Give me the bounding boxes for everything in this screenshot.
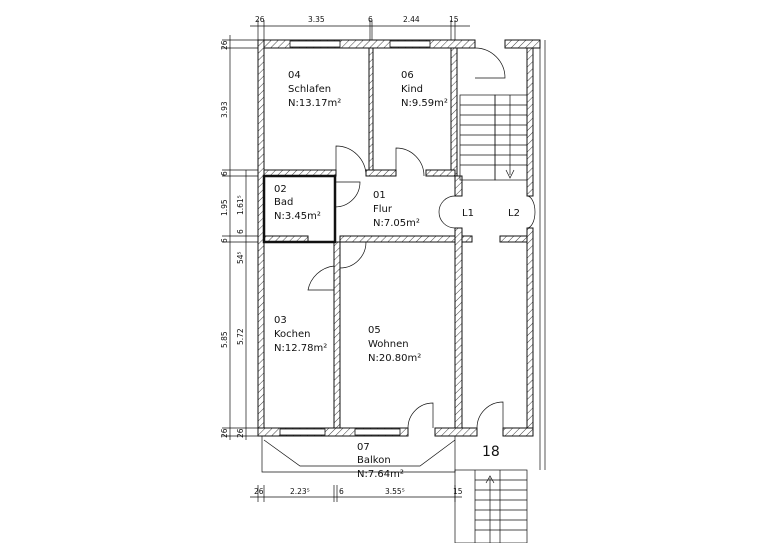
svg-text:Wohnen: Wohnen bbox=[368, 339, 409, 350]
room-kind: 06 Kind N:9.59m² bbox=[401, 70, 448, 109]
svg-text:6: 6 bbox=[236, 229, 245, 234]
svg-text:01: 01 bbox=[373, 190, 386, 201]
svg-text:5.72: 5.72 bbox=[236, 328, 245, 345]
svg-text:54⁵: 54⁵ bbox=[236, 251, 245, 264]
svg-text:N:20.80m²: N:20.80m² bbox=[368, 353, 421, 364]
svg-text:Kochen: Kochen bbox=[274, 329, 311, 340]
svg-text:2.23⁵: 2.23⁵ bbox=[290, 487, 310, 496]
svg-text:N:9.59m²: N:9.59m² bbox=[401, 98, 448, 109]
svg-text:07: 07 bbox=[357, 442, 370, 453]
svg-text:05: 05 bbox=[368, 325, 381, 336]
room-schlafen: 04 Schlafen N:13.17m² bbox=[288, 70, 341, 109]
balcony-outline bbox=[261, 436, 456, 473]
lift-l2-label: L2 bbox=[508, 208, 520, 219]
stair-number: 18 bbox=[482, 444, 500, 460]
svg-text:02: 02 bbox=[274, 184, 287, 195]
room-bad: 02 Bad N:3.45m² bbox=[274, 184, 321, 222]
svg-text:26: 26 bbox=[236, 428, 245, 438]
svg-text:Schlafen: Schlafen bbox=[288, 84, 331, 95]
svg-text:15: 15 bbox=[453, 487, 463, 496]
room-wohnen: 05 Wohnen N:20.80m² bbox=[368, 325, 421, 364]
svg-text:26: 26 bbox=[254, 487, 264, 496]
svg-text:5.85: 5.85 bbox=[220, 331, 229, 348]
svg-text:26: 26 bbox=[220, 428, 229, 438]
svg-text:2.44: 2.44 bbox=[403, 15, 420, 24]
dimension-left: 26 3.93 6 1.95 6 5.85 26 1.61⁵ 6 54⁵ 5.7… bbox=[220, 35, 258, 440]
svg-text:03: 03 bbox=[274, 315, 287, 326]
svg-text:3.93: 3.93 bbox=[220, 101, 229, 118]
svg-text:Bad: Bad bbox=[274, 197, 293, 208]
walls bbox=[257, 39, 546, 470]
dimension-bottom: 26 2.23⁵ 6 3.55⁵ 15 bbox=[250, 485, 463, 502]
svg-text:6: 6 bbox=[220, 238, 229, 243]
svg-text:Flur: Flur bbox=[373, 204, 393, 215]
svg-text:3.35: 3.35 bbox=[308, 15, 325, 24]
svg-text:26: 26 bbox=[220, 40, 229, 50]
svg-text:N:12.78m²: N:12.78m² bbox=[274, 343, 327, 354]
dimension-top: 26 3.35 6 2.44 15 bbox=[250, 15, 470, 48]
svg-text:6: 6 bbox=[339, 487, 344, 496]
svg-text:1.95: 1.95 bbox=[220, 199, 229, 216]
doors bbox=[307, 145, 536, 429]
svg-text:Kind: Kind bbox=[401, 84, 423, 95]
svg-text:26: 26 bbox=[255, 15, 265, 24]
svg-text:04: 04 bbox=[288, 70, 301, 81]
svg-text:Balkon: Balkon bbox=[357, 455, 391, 466]
room-balkon: 07 Balkon N:7.64m² bbox=[357, 442, 404, 480]
svg-text:1.61⁵: 1.61⁵ bbox=[236, 195, 245, 215]
lift-l1-label: L1 bbox=[462, 208, 474, 219]
svg-text:6: 6 bbox=[220, 171, 229, 176]
svg-text:N:3.45m²: N:3.45m² bbox=[274, 211, 321, 222]
svg-text:6: 6 bbox=[368, 15, 373, 24]
svg-text:N:13.17m²: N:13.17m² bbox=[288, 98, 341, 109]
svg-text:06: 06 bbox=[401, 70, 414, 81]
room-flur: 01 Flur N:7.05m² bbox=[373, 190, 420, 229]
room-kochen: 03 Kochen N:12.78m² bbox=[274, 315, 327, 354]
staircase bbox=[454, 47, 528, 543]
svg-text:N:7.64m²: N:7.64m² bbox=[357, 469, 404, 480]
svg-text:3.55⁵: 3.55⁵ bbox=[385, 487, 405, 496]
svg-text:N:7.05m²: N:7.05m² bbox=[373, 218, 420, 229]
svg-text:15: 15 bbox=[449, 15, 459, 24]
